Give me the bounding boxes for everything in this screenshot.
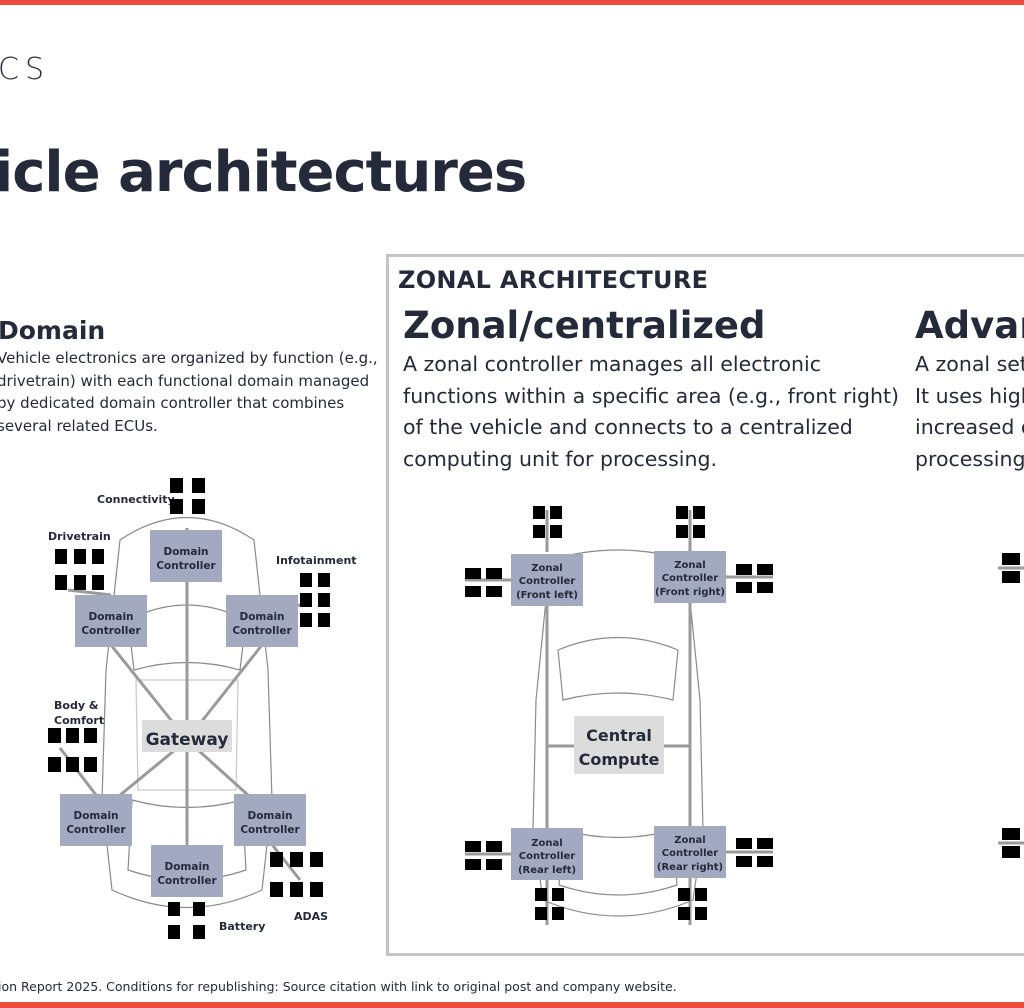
bottom-accent-bar xyxy=(0,1002,1024,1008)
zonal-label: Zonal xyxy=(531,838,562,849)
zonal-label: Controller xyxy=(519,576,576,587)
zonal-controller-boxes xyxy=(511,551,726,880)
zonal-label: Zonal xyxy=(674,835,705,846)
ecu-blocks xyxy=(48,478,330,939)
body-comfort-label: Body & xyxy=(54,699,99,712)
gateway-box xyxy=(142,720,232,752)
advanced-connection-lines xyxy=(998,566,1024,845)
gateway-label: Gateway xyxy=(146,730,229,750)
drivetrain-label: Drivetrain xyxy=(48,530,111,543)
central-compute-box xyxy=(574,716,664,774)
central-compute-label-line: Compute xyxy=(579,750,660,769)
footer-citation: ion Report 2025. Conditions for republis… xyxy=(0,979,677,994)
domain-architecture-diagram: Domain Controller Domain Controller Doma… xyxy=(48,478,357,939)
zonal-label: (Front left) xyxy=(516,590,578,601)
zonal-architecture-label: ZONAL ARCHITECTURE xyxy=(398,266,709,294)
controller-label: Domain xyxy=(164,861,209,873)
zonal-label: Zonal xyxy=(531,563,562,574)
connectivity-label: Connectivity xyxy=(97,493,175,506)
controller-label: Domain xyxy=(88,611,133,623)
controller-label: Controller xyxy=(66,824,126,836)
zonal-label: (Rear right) xyxy=(657,862,723,873)
page-title: icle architectures xyxy=(0,140,527,205)
advanced-description: A zonal set It uses high increased c pro… xyxy=(915,349,1024,475)
controller-label: Controller xyxy=(232,625,292,637)
advanced-heading: Advan xyxy=(915,304,1024,347)
advanced-diagram-partial xyxy=(998,553,1024,858)
zonal-controller-labels: Zonal Controller (Front left) Zonal Cont… xyxy=(516,560,725,876)
domain-heading: Domain xyxy=(0,316,106,345)
central-compute-label-line: Central xyxy=(586,726,652,745)
zonal-label: (Front right) xyxy=(655,587,725,598)
domain-controller-boxes xyxy=(60,530,306,897)
controller-label: Domain xyxy=(247,810,292,822)
adas-label: ADAS xyxy=(294,910,328,923)
domain-labels: Connectivity Drivetrain Infotainment Bod… xyxy=(48,493,357,933)
zonal-label: Zonal xyxy=(674,560,705,571)
body-comfort-label: Comfort xyxy=(54,714,104,727)
car-outline xyxy=(532,549,704,917)
controller-label: Domain xyxy=(163,546,208,558)
zonal-label: Controller xyxy=(662,848,719,859)
zonal-label: (Rear left) xyxy=(518,865,576,876)
zonal-centralized-description: A zonal controller manages all electroni… xyxy=(403,352,900,471)
section-label: CS xyxy=(0,52,50,87)
controller-label: Controller xyxy=(240,824,300,836)
advanced-ecu-blocks xyxy=(1002,553,1020,858)
domain-description: Vehicle electronics are organized by fun… xyxy=(0,349,378,435)
top-accent-bar xyxy=(0,0,1024,5)
controller-label: Controller xyxy=(157,875,217,887)
zonal-label: Controller xyxy=(662,573,719,584)
zonal-label: Controller xyxy=(519,851,576,862)
advanced-desc-line: A zonal set xyxy=(915,352,1024,376)
infotainment-label: Infotainment xyxy=(276,554,357,567)
controller-label: Controller xyxy=(81,625,141,637)
controller-labels: Domain Controller Domain Controller Doma… xyxy=(66,546,300,887)
zonal-centralized-heading: Zonal/centralized xyxy=(403,304,766,347)
zonal-connection-lines xyxy=(465,510,773,925)
controller-label: Domain xyxy=(73,810,118,822)
advanced-desc-line: It uses high xyxy=(915,383,1024,408)
central-compute-label: Central Compute xyxy=(579,726,660,769)
advanced-desc-line: increased c xyxy=(915,415,1024,439)
zonal-ecu-blocks xyxy=(465,506,773,920)
battery-label: Battery xyxy=(219,920,265,933)
zonal-architecture-panel xyxy=(386,254,1024,956)
controller-label: Controller xyxy=(156,560,216,572)
zonal-architecture-diagram: Zonal Controller (Front left) Zonal Cont… xyxy=(465,506,773,925)
controller-label: Domain xyxy=(239,611,284,623)
advanced-desc-line: processing xyxy=(915,446,1024,471)
